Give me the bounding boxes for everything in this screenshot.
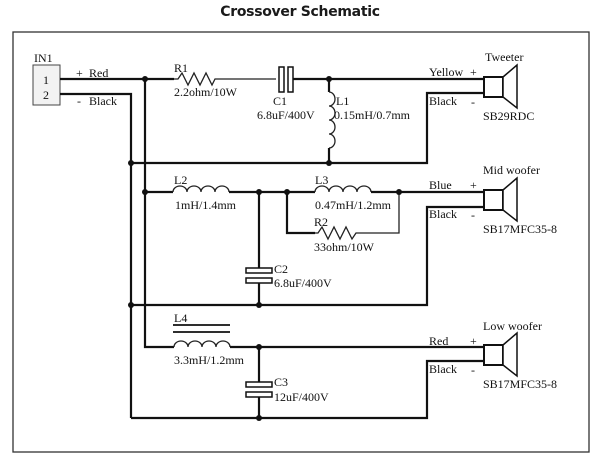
r2-lead-left [285,192,315,235]
c2-capacitor [245,267,273,284]
c1-capacitor [278,66,294,93]
low-woofer-model: SB17MFC35-8 [483,377,557,391]
input-neg-sign: - [77,94,81,108]
junction-dot [128,302,134,308]
input-connector: IN1 1 2 [32,51,61,106]
mid-woofer-model: SB17MFC35-8 [483,222,557,236]
tweeter-pos-label: Yellow [429,65,463,79]
tweeter-neg-sign: - [471,95,475,109]
neg-bus [60,92,133,418]
input-pos-label: Red [89,66,108,80]
junction-dot [284,189,290,195]
junction-dot [256,415,262,421]
mid-woofer-name: Mid woofer [483,163,540,177]
mid-pos-sign: + [470,178,477,192]
c1-value: 6.8uF/400V [257,108,315,122]
mid-neg-sign: - [471,208,475,222]
tweeter-pos-sign: + [470,65,477,79]
mid-neg-wire [131,205,484,307]
r1-value: 2.2ohm/10W [174,85,238,99]
r2-resistor [315,192,400,241]
junction-dot [128,160,134,166]
tweeter-neg-wire [131,91,484,165]
junction-dot [396,189,402,195]
pin-2: 2 [43,88,49,102]
input-pos-sign: + [76,66,83,80]
tweeter-neg-label: Black [429,94,457,108]
low-neg-sign: - [471,363,475,377]
l3-ref: L3 [315,173,328,187]
c1-ref: C1 [273,94,287,108]
pin-1: 1 [43,73,49,87]
l2-value: 1mH/1.4mm [175,198,237,212]
input-neg-label: Black [89,94,117,108]
l2-inductor [172,185,230,193]
r1-resistor [174,71,276,87]
l4-value: 3.3mH/1.2mm [174,353,245,367]
l1-inductor [328,91,336,149]
mid-neg-label: Black [429,207,457,221]
tweeter-speaker-icon [483,63,518,110]
junction-dot [256,189,262,195]
low-pos-label: Red [429,334,448,348]
pos-bus [143,79,174,349]
junction-dot [326,160,332,166]
c2-value: 6.8uF/400V [274,276,332,290]
junction-dot [142,189,148,195]
r2-ref: R2 [314,215,328,229]
junction-dot [256,302,262,308]
low-pos-sign: + [470,334,477,348]
low-neg-label: Black [429,362,457,376]
tweeter-model: SB29RDC [483,109,534,123]
r1-ref: R1 [174,61,188,75]
l3-inductor [314,185,372,193]
input-ref: IN1 [34,51,53,65]
low-woofer-speaker-icon [483,331,518,378]
l3-value: 0.47mH/1.2mm [315,198,392,212]
c3-ref: C3 [274,375,288,389]
mid-pos-label: Blue [429,178,452,192]
l4-inductor [173,340,231,348]
c2-ref: C2 [274,262,288,276]
junction-dot [142,76,148,82]
l2-ref: L2 [174,173,187,187]
tweeter-name: Tweeter [485,50,523,64]
page-title: Crossover Schematic [220,4,380,20]
c3-capacitor [245,381,273,398]
l1-ref: L1 [336,94,349,108]
junction-dots [128,76,402,421]
l4-ref: L4 [174,311,187,325]
low-neg-wire [131,359,484,420]
junction-dot [256,344,262,350]
r2-value: 33ohm/10W [314,240,375,254]
mid-woofer-speaker-icon [483,176,518,223]
low-woofer-name: Low woofer [483,319,542,333]
l1-value: 0.15mH/0.7mm [334,108,411,122]
c3-value: 12uF/400V [274,390,329,404]
frame [12,31,590,453]
junction-dot [326,76,332,82]
